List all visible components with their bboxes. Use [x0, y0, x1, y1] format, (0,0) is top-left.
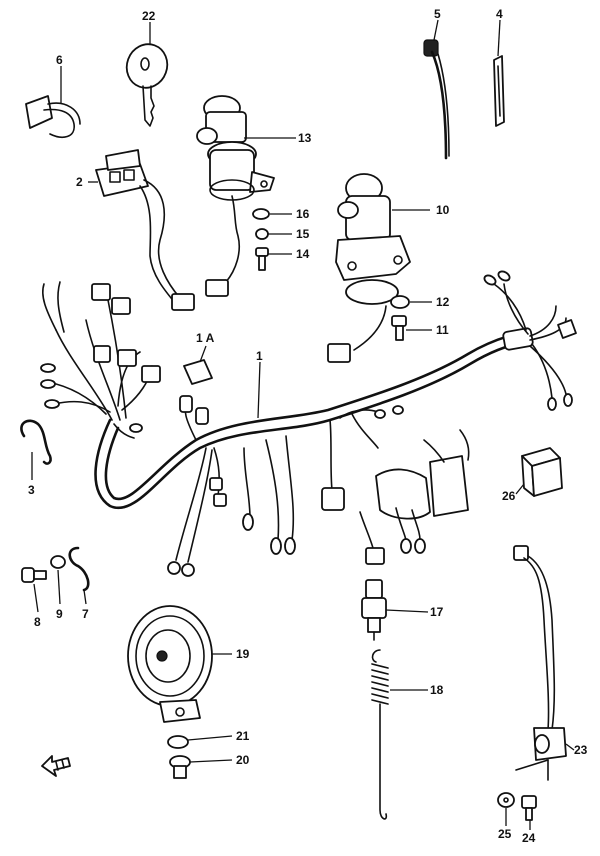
side-stand-switch-part — [513, 545, 567, 781]
callout-19: 19 — [236, 647, 250, 661]
main-harness-part — [40, 270, 577, 577]
callout-24: 24 — [522, 831, 536, 845]
callout-26: 26 — [502, 489, 516, 503]
callout-11: 11 — [436, 323, 449, 337]
callout-18: 18 — [430, 683, 444, 697]
callout-7: 7 — [82, 607, 89, 621]
flasher-relay-part — [521, 447, 563, 497]
lock-hardware — [390, 295, 410, 341]
connector-part — [95, 149, 195, 311]
callout-13: 13 — [298, 131, 312, 145]
callout-1: 1 — [256, 349, 263, 363]
callout-2: 2 — [76, 175, 83, 189]
front-direction-arrow-icon — [41, 755, 71, 777]
callout-14: 14 — [296, 247, 310, 261]
horn-part — [127, 605, 213, 723]
leader-lines — [31, 19, 575, 830]
callout-6: 6 — [56, 53, 63, 67]
callout-21: 21 — [236, 729, 250, 743]
small-hardware-left — [21, 546, 90, 592]
key-part — [125, 43, 169, 127]
callout-3: 3 — [28, 483, 35, 497]
horn-hardware — [167, 735, 191, 779]
lock-switch-part — [327, 173, 411, 363]
callout-12: 12 — [436, 295, 450, 309]
callout-22: 22 — [142, 9, 156, 23]
callout-8: 8 — [34, 615, 41, 629]
callout-17: 17 — [430, 605, 444, 619]
ignition-switch-part — [196, 95, 275, 297]
callout-20: 20 — [236, 753, 250, 767]
brake-switch-part — [361, 579, 387, 641]
wire-clip-part — [20, 419, 52, 465]
callout-15: 15 — [296, 227, 310, 241]
callout-labels: 22 6 5 4 13 2 10 16 15 14 12 11 1 A 1 3 … — [28, 7, 588, 845]
callout-16: 16 — [296, 207, 310, 221]
callout-23: 23 — [574, 743, 588, 757]
relay-part — [183, 359, 213, 385]
spring-part — [371, 649, 389, 820]
switch-hardware — [497, 792, 537, 821]
callout-4: 4 — [496, 7, 503, 21]
ignition-hardware — [252, 208, 270, 271]
callout-9: 9 — [56, 607, 63, 621]
clip-band-part — [493, 55, 505, 127]
callout-10: 10 — [436, 203, 450, 217]
clamp-part — [25, 95, 81, 138]
callout-1a: 1 A — [196, 331, 215, 345]
callout-25: 25 — [498, 827, 512, 841]
band-tie-part — [423, 39, 450, 160]
callout-5: 5 — [434, 7, 441, 21]
